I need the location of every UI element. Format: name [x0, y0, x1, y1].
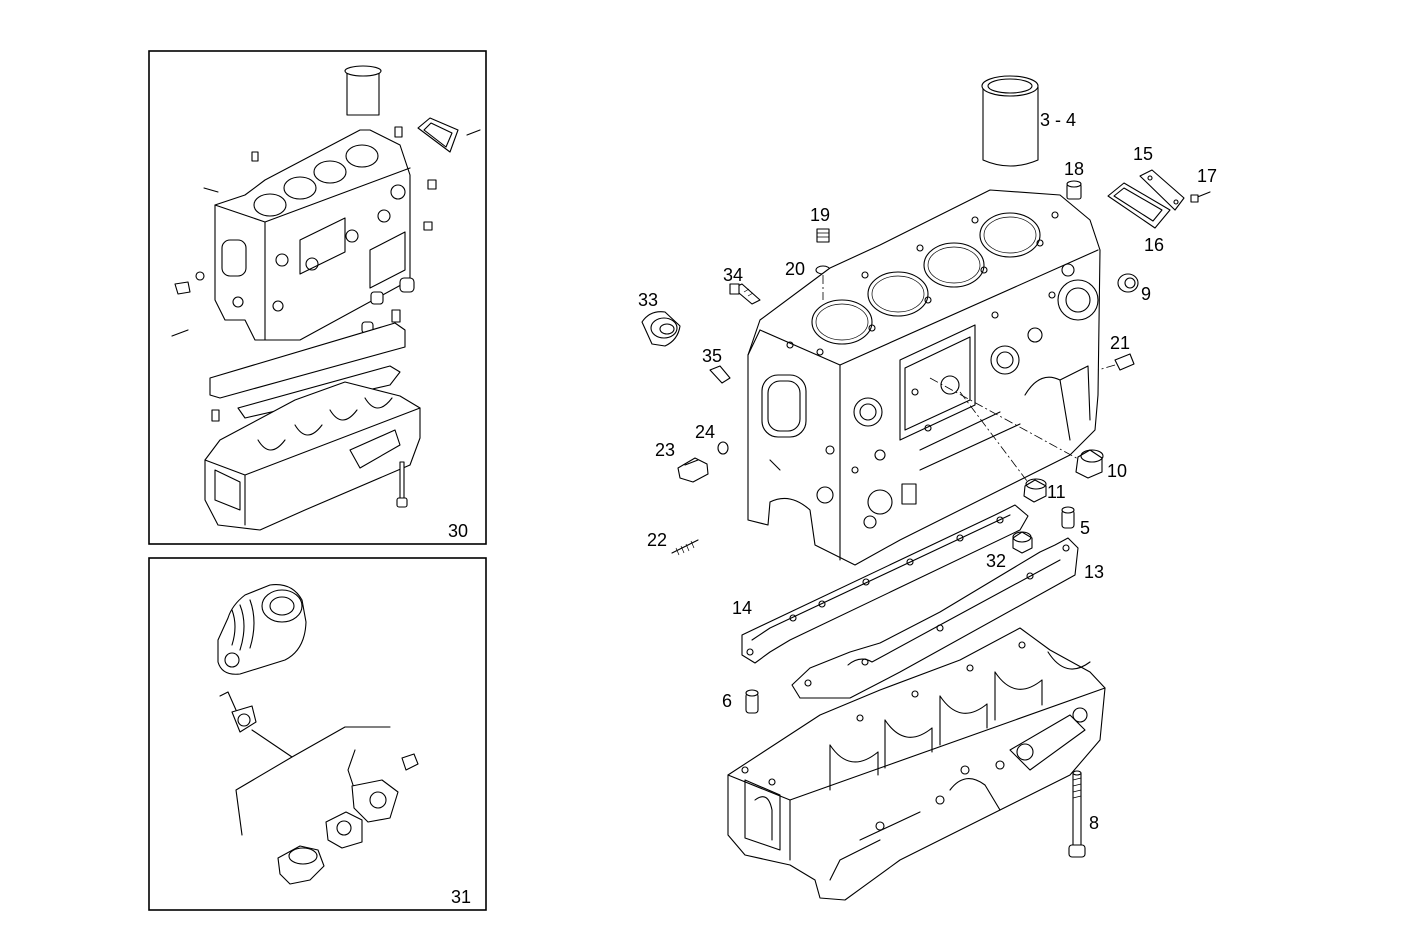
part-21-plug: [1114, 353, 1135, 371]
callout-35: 35: [702, 346, 722, 366]
inset-30-cover: [417, 117, 459, 153]
part-33-plug: [641, 311, 681, 347]
callout-10: 10: [1107, 461, 1127, 481]
inset-31-pump: [217, 584, 307, 675]
part-11-bearing: [1023, 478, 1047, 503]
inset-30-plug: [394, 126, 403, 138]
callout-11: 11: [1047, 482, 1066, 502]
part-19-plug: [816, 228, 830, 243]
part-13-gasket: [791, 537, 1079, 699]
part-35-pin: [709, 365, 731, 384]
callout-13: 13: [1084, 562, 1104, 582]
inset-30-label: 30: [448, 521, 468, 541]
part-15-16-cover-gasket: [1107, 169, 1185, 229]
callout-8: 8: [1089, 813, 1099, 833]
part-6-dowel: [745, 689, 759, 714]
part-5-dowel: [1061, 506, 1075, 529]
callout-5: 5: [1080, 518, 1090, 538]
callout-15: 15: [1133, 144, 1153, 164]
part-22-stud: [671, 539, 699, 556]
inset-30-lower-crankcase: [204, 381, 421, 531]
callout-16: 16: [1144, 235, 1164, 255]
part-18-plug: [1066, 180, 1082, 200]
part-23-plug: [677, 457, 709, 483]
main-lower-crankcase: [727, 627, 1106, 901]
callout-3-4: 3 - 4: [1040, 110, 1076, 130]
callout-18: 18: [1064, 159, 1084, 179]
inset-31-label: 31: [451, 887, 471, 907]
callout-20: 20: [785, 259, 805, 279]
inset-30-screw: [466, 129, 481, 136]
callout-22: 22: [647, 530, 667, 550]
inset-box-30: 30: [148, 50, 487, 545]
callout-21: 21: [1110, 333, 1130, 353]
callout-14: 14: [732, 598, 752, 618]
callout-6: 6: [722, 691, 732, 711]
callout-24: 24: [695, 422, 715, 442]
inset-30-engine-block: [214, 129, 411, 341]
inset-box-31: 31: [148, 557, 487, 911]
callout-34: 34: [723, 265, 743, 285]
inset-30-gasket-upper: [209, 322, 406, 399]
part-17-screw: [1190, 191, 1211, 203]
part-32-bearing: [1012, 531, 1033, 554]
part-34-bolt: [729, 283, 761, 305]
part-24-washer: [717, 441, 729, 455]
part-8-bolt: [1068, 770, 1086, 858]
part-3-4-cylinder-liner: [981, 75, 1039, 167]
callout-19: 19: [810, 205, 830, 225]
main-engine-block: [747, 189, 1116, 566]
part-10-bearing: [1075, 449, 1104, 479]
callout-17: 17: [1197, 166, 1217, 186]
callout-33: 33: [638, 290, 658, 310]
callout-23: 23: [655, 440, 675, 460]
inset-30-liner: [344, 65, 382, 116]
part-9-cap: [1117, 273, 1139, 293]
inset-30-bolt: [396, 461, 408, 508]
part-14-gasket: [741, 504, 1029, 664]
callout-32: 32: [986, 551, 1006, 571]
callout-9: 9: [1141, 284, 1151, 304]
